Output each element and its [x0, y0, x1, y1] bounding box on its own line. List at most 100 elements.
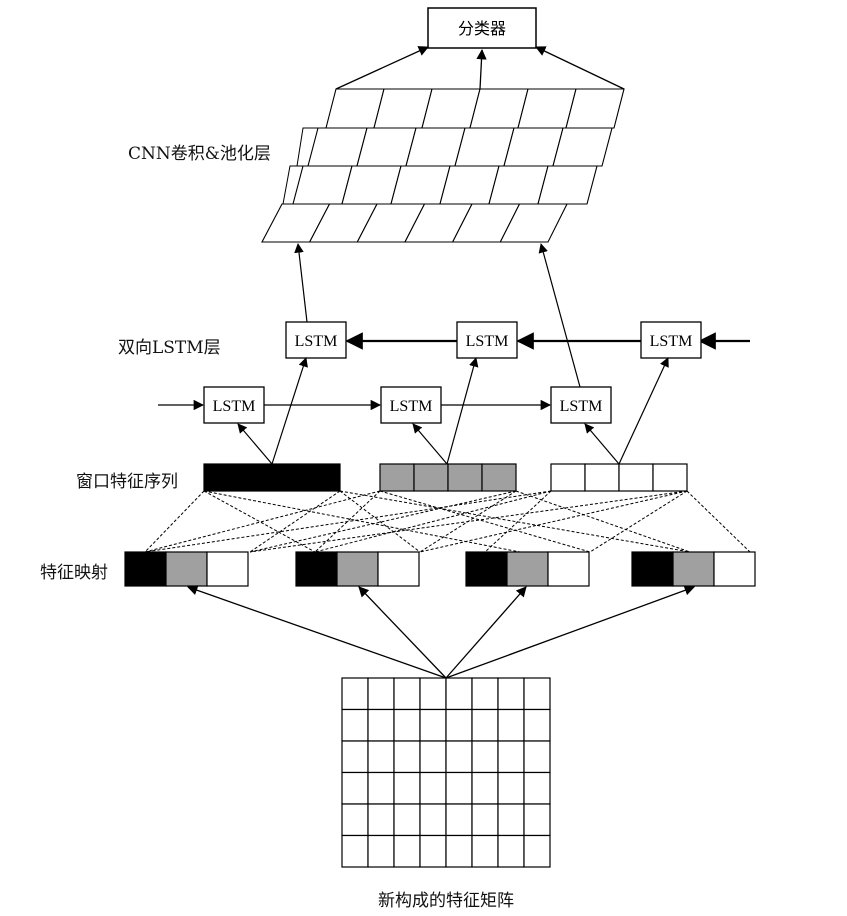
window-seq-cell — [481, 463, 517, 492]
matrix-to-feature-arrows — [187, 585, 695, 679]
matrix-cell — [341, 708, 369, 742]
matrix-cell — [471, 740, 499, 774]
classifier-box: 分类器 — [427, 7, 537, 49]
feature-map-cell — [124, 551, 167, 587]
feature-map-cell — [165, 551, 208, 587]
lstm-to-cnn-arrows — [294, 243, 581, 388]
matrix-cell — [341, 803, 369, 837]
matrix-cell — [367, 677, 395, 711]
dashed-link — [144, 490, 552, 553]
matrix-cell — [497, 740, 525, 774]
dashed-link — [249, 490, 517, 553]
window-seq-cell — [447, 463, 483, 492]
dashed-link — [314, 490, 552, 553]
matrix-cell — [497, 771, 525, 805]
matrix-cell — [471, 803, 499, 837]
window-seq-cell — [652, 463, 688, 492]
dashed-link — [379, 490, 591, 553]
dashed-link — [419, 490, 688, 553]
feature-map-cell — [547, 551, 590, 587]
window-seq-1 — [203, 463, 341, 492]
feature-map-cell — [206, 551, 249, 587]
cnn-row — [292, 165, 598, 205]
matrix-cell — [471, 771, 499, 805]
matrix-cell — [393, 834, 421, 868]
matrix-cell — [341, 740, 369, 774]
cnn-feature-grid — [261, 88, 625, 243]
matrix-cell — [419, 771, 447, 805]
matrix-cell — [445, 803, 473, 837]
dashed-link — [249, 490, 341, 553]
lstm-backward-1-label: LSTM — [295, 333, 338, 350]
matrix-cell — [393, 677, 421, 711]
cnn-to-classifier-arrows — [335, 46, 625, 90]
feature-matrix — [341, 677, 551, 868]
window-seq-label: 窗口特征序列 — [76, 472, 178, 492]
dashed-link — [515, 490, 691, 553]
matrix-cell — [419, 708, 447, 742]
window-seq-cell — [413, 463, 449, 492]
matrix-cell — [523, 740, 551, 774]
matrix-cell — [419, 803, 447, 837]
cnn-cell — [537, 165, 598, 205]
matrix-cell — [523, 803, 551, 837]
dashed-link — [203, 490, 316, 553]
dashed-link — [144, 490, 381, 553]
feature-map-cell — [295, 551, 338, 587]
matrix-cell — [445, 677, 473, 711]
dashed-link — [686, 490, 751, 553]
matrix-cell — [393, 771, 421, 805]
feature-map-3 — [465, 551, 590, 587]
lstm-backward-2-label: LSTM — [466, 333, 509, 350]
backward-lstm-row: LSTM LSTM LSTM — [285, 321, 750, 359]
dashed-link — [249, 490, 688, 553]
dashed-link — [144, 490, 205, 553]
matrix-cell — [341, 677, 369, 711]
window-seq-cell — [379, 463, 415, 492]
lstm-forward-2-label: LSTM — [390, 398, 433, 415]
matrix-cell — [341, 834, 369, 868]
matrix-cell — [419, 677, 447, 711]
feature-map-1 — [124, 551, 249, 587]
matrix-cell — [445, 771, 473, 805]
matrix-cell — [419, 834, 447, 868]
matrix-cell — [523, 771, 551, 805]
lstm-backward-3-label: LSTM — [650, 333, 693, 350]
matrix-cell — [523, 708, 551, 742]
window-feature-sequences — [203, 463, 688, 492]
matrix-cell — [393, 740, 421, 774]
dashed-link — [589, 490, 688, 553]
matrix-cell — [393, 708, 421, 742]
dashed-link — [339, 490, 421, 553]
feature-map-2 — [295, 551, 420, 587]
window-seq-2 — [379, 463, 517, 492]
dashed-link — [203, 490, 521, 553]
window-seq-cell — [203, 463, 341, 492]
feature-map-cell — [336, 551, 379, 587]
matrix-cell — [523, 677, 551, 711]
window-to-lstm-arrows — [237, 357, 669, 465]
matrix-cell — [471, 834, 499, 868]
matrix-cell — [367, 708, 395, 742]
forward-lstm-row: LSTM LSTM LSTM — [158, 386, 612, 424]
lstm-backward-2: LSTM — [456, 321, 518, 359]
window-seq-3 — [550, 463, 688, 492]
lstm-forward-1: LSTM — [203, 386, 265, 424]
lstm-forward-3: LSTM — [550, 386, 612, 424]
matrix-cell — [497, 677, 525, 711]
feature-map-cell — [377, 551, 420, 587]
cnn-cell — [552, 127, 613, 167]
matrix-cell — [341, 771, 369, 805]
window-seq-cell — [584, 463, 620, 492]
dashed-connections — [144, 490, 751, 553]
classifier-label: 分类器 — [458, 20, 506, 38]
matrix-cell — [445, 834, 473, 868]
matrix-cell — [445, 740, 473, 774]
feature-map-cell — [506, 551, 549, 587]
matrix-cell — [471, 677, 499, 711]
lstm-forward-2: LSTM — [380, 386, 442, 424]
matrix-cell — [471, 708, 499, 742]
matrix-cell — [523, 834, 551, 868]
window-seq-cell — [618, 463, 654, 492]
feature-maps — [124, 551, 756, 587]
